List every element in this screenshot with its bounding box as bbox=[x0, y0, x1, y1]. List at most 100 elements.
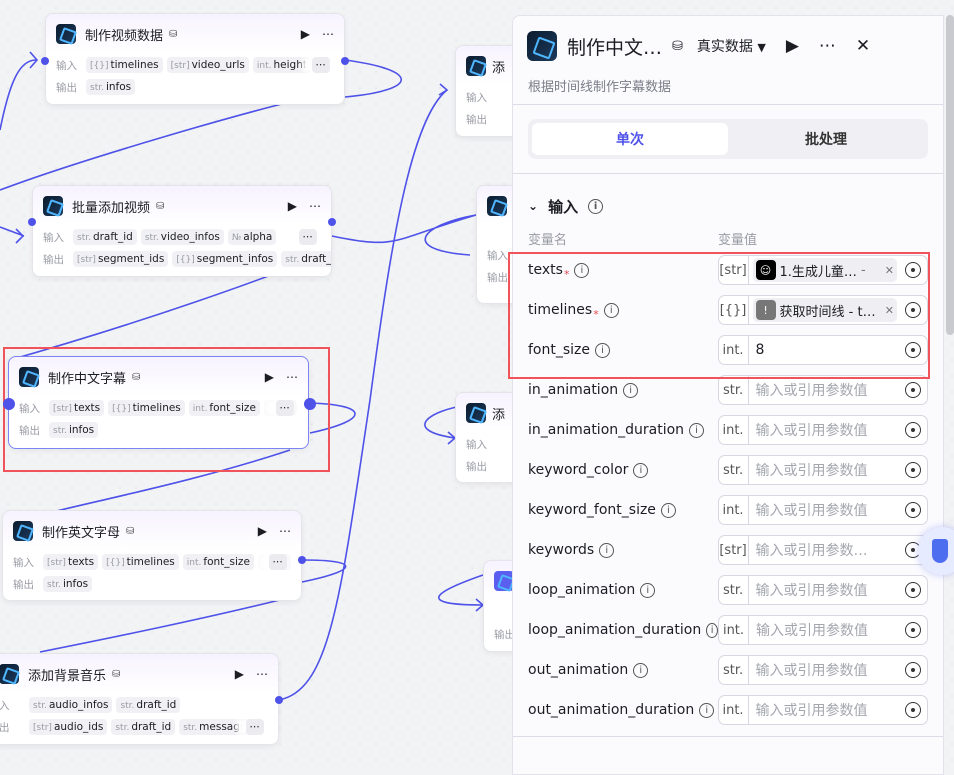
info-icon: i bbox=[574, 262, 590, 278]
more-icon[interactable]: ⋯ bbox=[256, 667, 268, 681]
store-icon: ⛁ bbox=[672, 38, 683, 54]
param-name: font_size bbox=[528, 342, 591, 358]
input-tag: [str]texts bbox=[49, 400, 105, 416]
remove-reference-icon[interactable]: ✕ bbox=[884, 303, 894, 317]
remove-reference-icon[interactable]: ✕ bbox=[884, 263, 894, 277]
more-inputs-button[interactable]: ⋯ bbox=[311, 57, 330, 73]
input-tag: [str]texts bbox=[43, 554, 99, 570]
edge bbox=[15, 228, 25, 244]
param-field[interactable]: str. 输入或引用参数值 bbox=[717, 375, 928, 405]
param-field[interactable]: str.输入或引用参数值 bbox=[717, 655, 928, 685]
input-port[interactable] bbox=[28, 218, 36, 226]
run-icon[interactable]: ▶ bbox=[300, 27, 310, 41]
param-value-input[interactable]: 输入或引用参数值 bbox=[755, 503, 868, 519]
edge bbox=[309, 402, 356, 434]
reference-variable-icon[interactable] bbox=[905, 302, 921, 318]
param-field[interactable]: int.输入或引用参数值 bbox=[717, 695, 928, 725]
param-type: str. bbox=[719, 376, 749, 404]
input-tag: str.draft_id bbox=[116, 697, 181, 713]
param-value-input[interactable]: 输入或引用参数值 bbox=[755, 423, 868, 439]
more-inputs-button[interactable]: ⋯ bbox=[268, 554, 287, 570]
reference-variable-icon[interactable] bbox=[905, 622, 921, 638]
tab-batch[interactable]: 批处理 bbox=[805, 132, 847, 148]
plugin-icon bbox=[0, 664, 19, 684]
more-button[interactable]: ⋯ bbox=[818, 36, 836, 56]
param-value-input[interactable]: 输入或引用参数值 bbox=[756, 623, 868, 639]
node-batch-add-video[interactable]: 批量添加视频⛁▶⋯ 输入 str.draft_id str.video_info… bbox=[32, 185, 332, 277]
highlight-box bbox=[508, 252, 930, 379]
reference-variable-icon[interactable] bbox=[905, 462, 921, 478]
param-value-input[interactable]: 输入或引用参数值 bbox=[755, 583, 868, 599]
more-inputs-button[interactable]: ⋯ bbox=[275, 400, 294, 416]
node-make-video-data[interactable]: 制作视频数据⛁▶⋯ 输入 [{}]timelines [str]video_ur… bbox=[45, 13, 345, 105]
output-port[interactable] bbox=[304, 398, 316, 410]
reference-variable-icon[interactable] bbox=[905, 502, 921, 518]
reference-variable-icon[interactable] bbox=[905, 382, 921, 398]
run-icon[interactable]: ▶ bbox=[287, 199, 297, 213]
info-icon: i bbox=[588, 198, 604, 214]
close-button[interactable]: ✕ bbox=[855, 36, 871, 56]
output-port[interactable] bbox=[275, 696, 283, 704]
edge bbox=[301, 559, 347, 583]
param-value-input[interactable]: 输入或引用参数值 bbox=[755, 383, 868, 399]
node-make-chinese-subtitle[interactable]: 制作中文字幕⛁▶⋯ 输入 [str]texts [{}]timelines in… bbox=[8, 356, 309, 449]
param-field[interactable]: [{}]!获取时间线 - t…✕ bbox=[717, 295, 928, 325]
output-port[interactable] bbox=[341, 57, 349, 65]
reference-variable-icon[interactable] bbox=[905, 702, 921, 718]
more-outputs-button[interactable]: ⋯ bbox=[245, 719, 264, 735]
input-port[interactable] bbox=[41, 57, 49, 65]
run-icon[interactable]: ▶ bbox=[257, 524, 267, 538]
more-icon[interactable]: ⋯ bbox=[279, 524, 291, 538]
output-port[interactable] bbox=[298, 556, 306, 564]
reference-variable-icon[interactable] bbox=[905, 582, 921, 598]
run-button[interactable]: ▶ bbox=[785, 36, 799, 56]
info-icon: i bbox=[595, 342, 611, 358]
scrollbar[interactable] bbox=[946, 15, 954, 335]
data-mode-dropdown[interactable]: 真实数据 ▼ bbox=[697, 36, 766, 56]
more-inputs-button[interactable]: ⋯ bbox=[298, 229, 317, 245]
run-icon[interactable]: ▶ bbox=[264, 370, 274, 384]
param-value-input[interactable]: 输入或引用参数… bbox=[755, 543, 868, 559]
output-port[interactable] bbox=[328, 218, 336, 226]
highlight-box bbox=[3, 347, 330, 472]
param-field[interactable]: [str]输入或引用参数… bbox=[717, 535, 928, 565]
edge bbox=[438, 83, 449, 96]
param-field[interactable]: str.输入或引用参数值 bbox=[717, 455, 928, 485]
column-header-name: 变量名 bbox=[528, 232, 568, 248]
caret-down-icon: ▼ bbox=[757, 41, 766, 54]
tab-single[interactable]: 单次 bbox=[532, 123, 728, 155]
reference-variable-icon[interactable] bbox=[905, 342, 921, 358]
node-make-english-subtitle[interactable]: 制作英文字母⛁▶⋯ 输入 [str]texts [{}]timelines in… bbox=[2, 510, 302, 601]
param-field[interactable]: int.8 bbox=[717, 335, 928, 365]
param-field[interactable]: int.输入或引用参数值 bbox=[717, 495, 928, 525]
node-add-bgm[interactable]: 添加背景音乐⛁▶⋯ 入 str.audio_infos str.draft_id… bbox=[0, 653, 279, 745]
param-value-input[interactable]: 8 bbox=[755, 342, 765, 358]
more-icon[interactable]: ⋯ bbox=[286, 370, 298, 384]
param-value-input[interactable]: 输入或引用参数值 bbox=[755, 463, 868, 479]
run-icon[interactable]: ▶ bbox=[234, 667, 244, 681]
input-tag: str.draft_id bbox=[73, 229, 137, 245]
variable-reference[interactable]: !获取时间线 - t…✕ bbox=[752, 298, 897, 322]
output-label: 输出 bbox=[19, 424, 40, 437]
param-value-input[interactable]: 输入或引用参数值 bbox=[755, 703, 868, 719]
input-port[interactable] bbox=[3, 398, 15, 410]
param-field[interactable]: str.输入或引用参数值 bbox=[717, 575, 928, 605]
param-row: timelines*i [{}]!获取时间线 - t…✕ bbox=[513, 290, 943, 330]
variable-reference[interactable]: ☺1.生成儿童…-✕ bbox=[752, 258, 897, 282]
reference-suffix: - bbox=[860, 262, 866, 278]
param-value-input[interactable]: 输入或引用参数值 bbox=[755, 663, 868, 679]
more-icon[interactable]: ⋯ bbox=[322, 27, 334, 41]
param-field[interactable]: [str]☺1.生成儿童…-✕ bbox=[717, 255, 928, 285]
param-field[interactable]: int.输入或引用参数值 bbox=[717, 415, 928, 445]
input-label: 入 bbox=[0, 699, 10, 712]
param-field[interactable]: int.输入或引用参数值 bbox=[718, 615, 928, 645]
reference-variable-icon[interactable] bbox=[905, 422, 921, 438]
reference-variable-icon[interactable] bbox=[905, 662, 921, 678]
plugin-icon bbox=[19, 367, 39, 387]
floating-assistant-button[interactable] bbox=[918, 527, 954, 575]
param-name: timelines bbox=[528, 302, 593, 318]
more-icon[interactable]: ⋯ bbox=[309, 199, 321, 213]
reference-variable-icon[interactable] bbox=[905, 262, 921, 278]
